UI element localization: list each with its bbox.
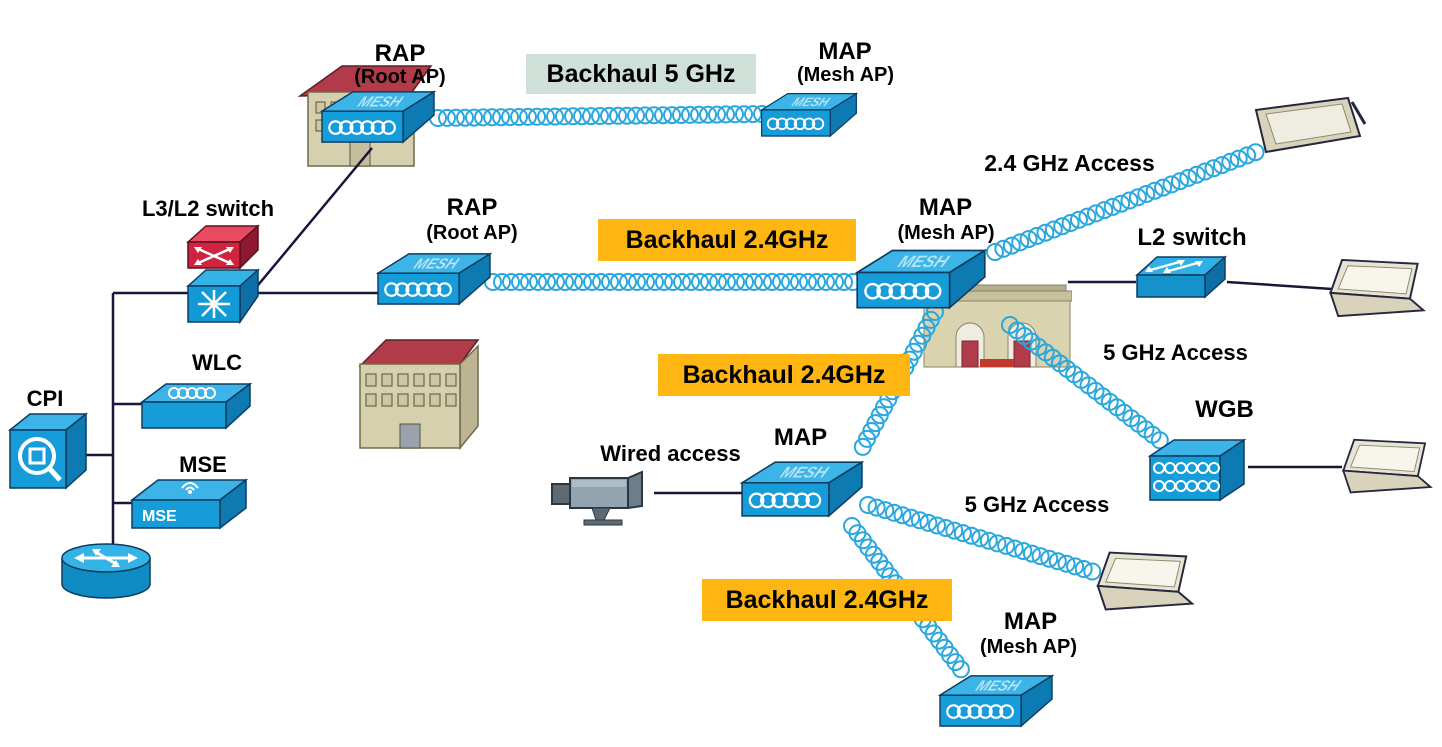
camera-icon	[551, 470, 643, 526]
map1-mesh-ap-icon	[760, 90, 858, 138]
wireless-coil-link	[1000, 316, 1169, 450]
rap1-mesh-ap-icon	[320, 88, 436, 144]
rap2-label: RAP	[446, 194, 498, 221]
rap2-sublabel: (Root AP)	[426, 222, 518, 244]
map4-mesh-ap-icon	[938, 672, 1054, 728]
map3-label: MAP	[773, 424, 828, 451]
l3l2-switch-label: L3/L2 switch	[141, 196, 275, 221]
wireless-coil-link	[858, 496, 1102, 581]
backhaul-24ghz-label-3: Backhaul 2.4GHz	[702, 579, 952, 621]
rap2-mesh-ap-icon	[376, 250, 492, 306]
laptop-icon-top	[1329, 258, 1426, 318]
rap1-label: RAP	[374, 40, 426, 67]
map1-label: MAP	[818, 38, 872, 65]
wgb-icon	[1147, 438, 1247, 502]
mse-label: MSE	[179, 452, 227, 477]
wireless-coil-link	[428, 105, 771, 127]
laptop-icon-bottom	[1096, 551, 1195, 611]
wired-link	[1226, 280, 1333, 291]
l2-switch-label: L2 switch	[1137, 224, 1247, 251]
laptop-icon-middle	[1341, 438, 1433, 494]
access-5ghz-label-2: 5 GHz Access	[964, 492, 1110, 517]
mse-device-text: MSE	[142, 508, 177, 525]
wlc-label: WLC	[191, 350, 243, 375]
tablet-icon	[1254, 96, 1366, 154]
backhaul-24ghz-label-1: Backhaul 2.4GHz	[598, 219, 856, 261]
map4-sublabel: (Mesh AP)	[979, 636, 1078, 658]
wlc-icon	[140, 382, 252, 430]
wireless-coil-link	[985, 143, 1265, 261]
magnifier-icon	[18, 437, 56, 475]
map2-sublabel: (Mesh AP)	[897, 222, 995, 244]
stylus-icon	[1350, 101, 1366, 125]
cpi-icon	[7, 412, 88, 490]
wired-link	[253, 147, 373, 291]
map2-mesh-ap-icon	[855, 246, 987, 310]
building-middle	[358, 339, 480, 450]
backhaul-24ghz-label-2: Backhaul 2.4GHz	[658, 354, 910, 396]
access-24ghz-label: 2.4 GHz Access	[984, 150, 1155, 176]
wgb-label: WGB	[1195, 396, 1254, 423]
backhaul-5ghz-label: Backhaul 5 GHz	[526, 54, 756, 94]
router-icon	[61, 543, 151, 599]
cpi-label: CPI	[26, 386, 64, 411]
map2-label: MAP	[918, 194, 973, 221]
rap1-sublabel: (Root AP)	[354, 66, 446, 88]
map3-mesh-ap-icon	[740, 458, 864, 518]
wired-access-label: Wired access	[600, 441, 741, 466]
access-5ghz-label-1: 5 GHz Access	[1103, 340, 1248, 365]
mse-icon: MSE	[130, 478, 248, 530]
l3l2-switch-icon	[186, 224, 260, 325]
map1-sublabel: (Mesh AP)	[796, 64, 895, 86]
map4-label: MAP	[1003, 608, 1058, 635]
l2-switch-icon	[1135, 255, 1227, 299]
wireless-coil-link	[483, 273, 862, 291]
